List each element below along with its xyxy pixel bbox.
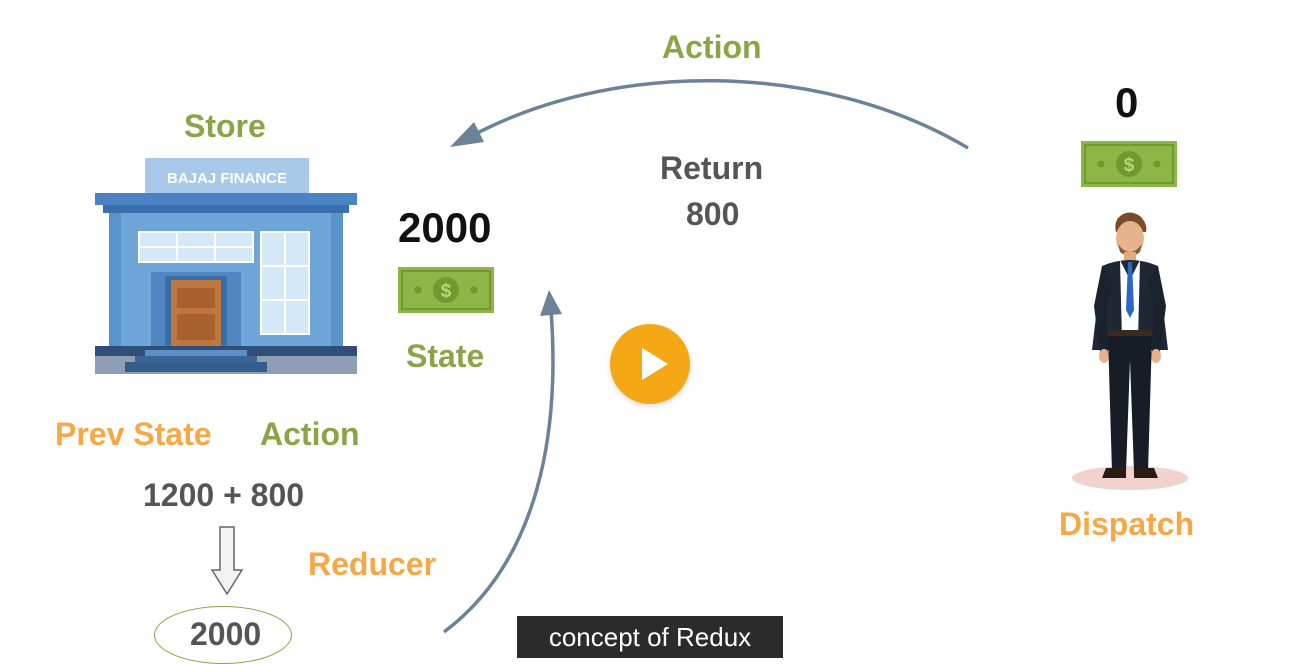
businessman-icon	[1072, 212, 1188, 490]
bank-sign-text: BAJAJ FINANCE	[167, 170, 287, 187]
action-arrow	[467, 79, 969, 150]
store-label: Store	[184, 108, 266, 144]
svg-text:$: $	[1124, 155, 1135, 176]
return-amount: 800	[686, 196, 740, 232]
dispatch-label: Dispatch	[1059, 506, 1195, 542]
prev-state-label: Prev State	[55, 416, 212, 452]
down-arrow-icon	[210, 526, 244, 596]
video-caption: concept of Redux	[517, 616, 783, 658]
state-amount: 2000	[398, 204, 492, 251]
return-label: Return	[660, 150, 764, 186]
reducer-arrowhead	[540, 290, 562, 316]
dollar-bill-icon: $	[398, 267, 494, 313]
dispatch-amount: 0	[1115, 79, 1139, 126]
action-bottom-label: Action	[260, 416, 360, 452]
bank-building-icon: BAJAJ FINANCE	[95, 158, 357, 374]
equation-text: 1200 + 800	[143, 477, 305, 513]
play-icon	[642, 348, 668, 380]
svg-text:$: $	[441, 281, 452, 302]
reducer-arrow	[442, 309, 555, 634]
action-top-label: Action	[662, 29, 762, 65]
reducer-label: Reducer	[308, 546, 437, 582]
play-button[interactable]	[610, 324, 690, 404]
dollar-bill-icon: $	[1081, 141, 1177, 187]
result-amount: 2000	[190, 616, 262, 652]
action-arrowhead	[450, 122, 484, 147]
state-label: State	[406, 338, 485, 374]
